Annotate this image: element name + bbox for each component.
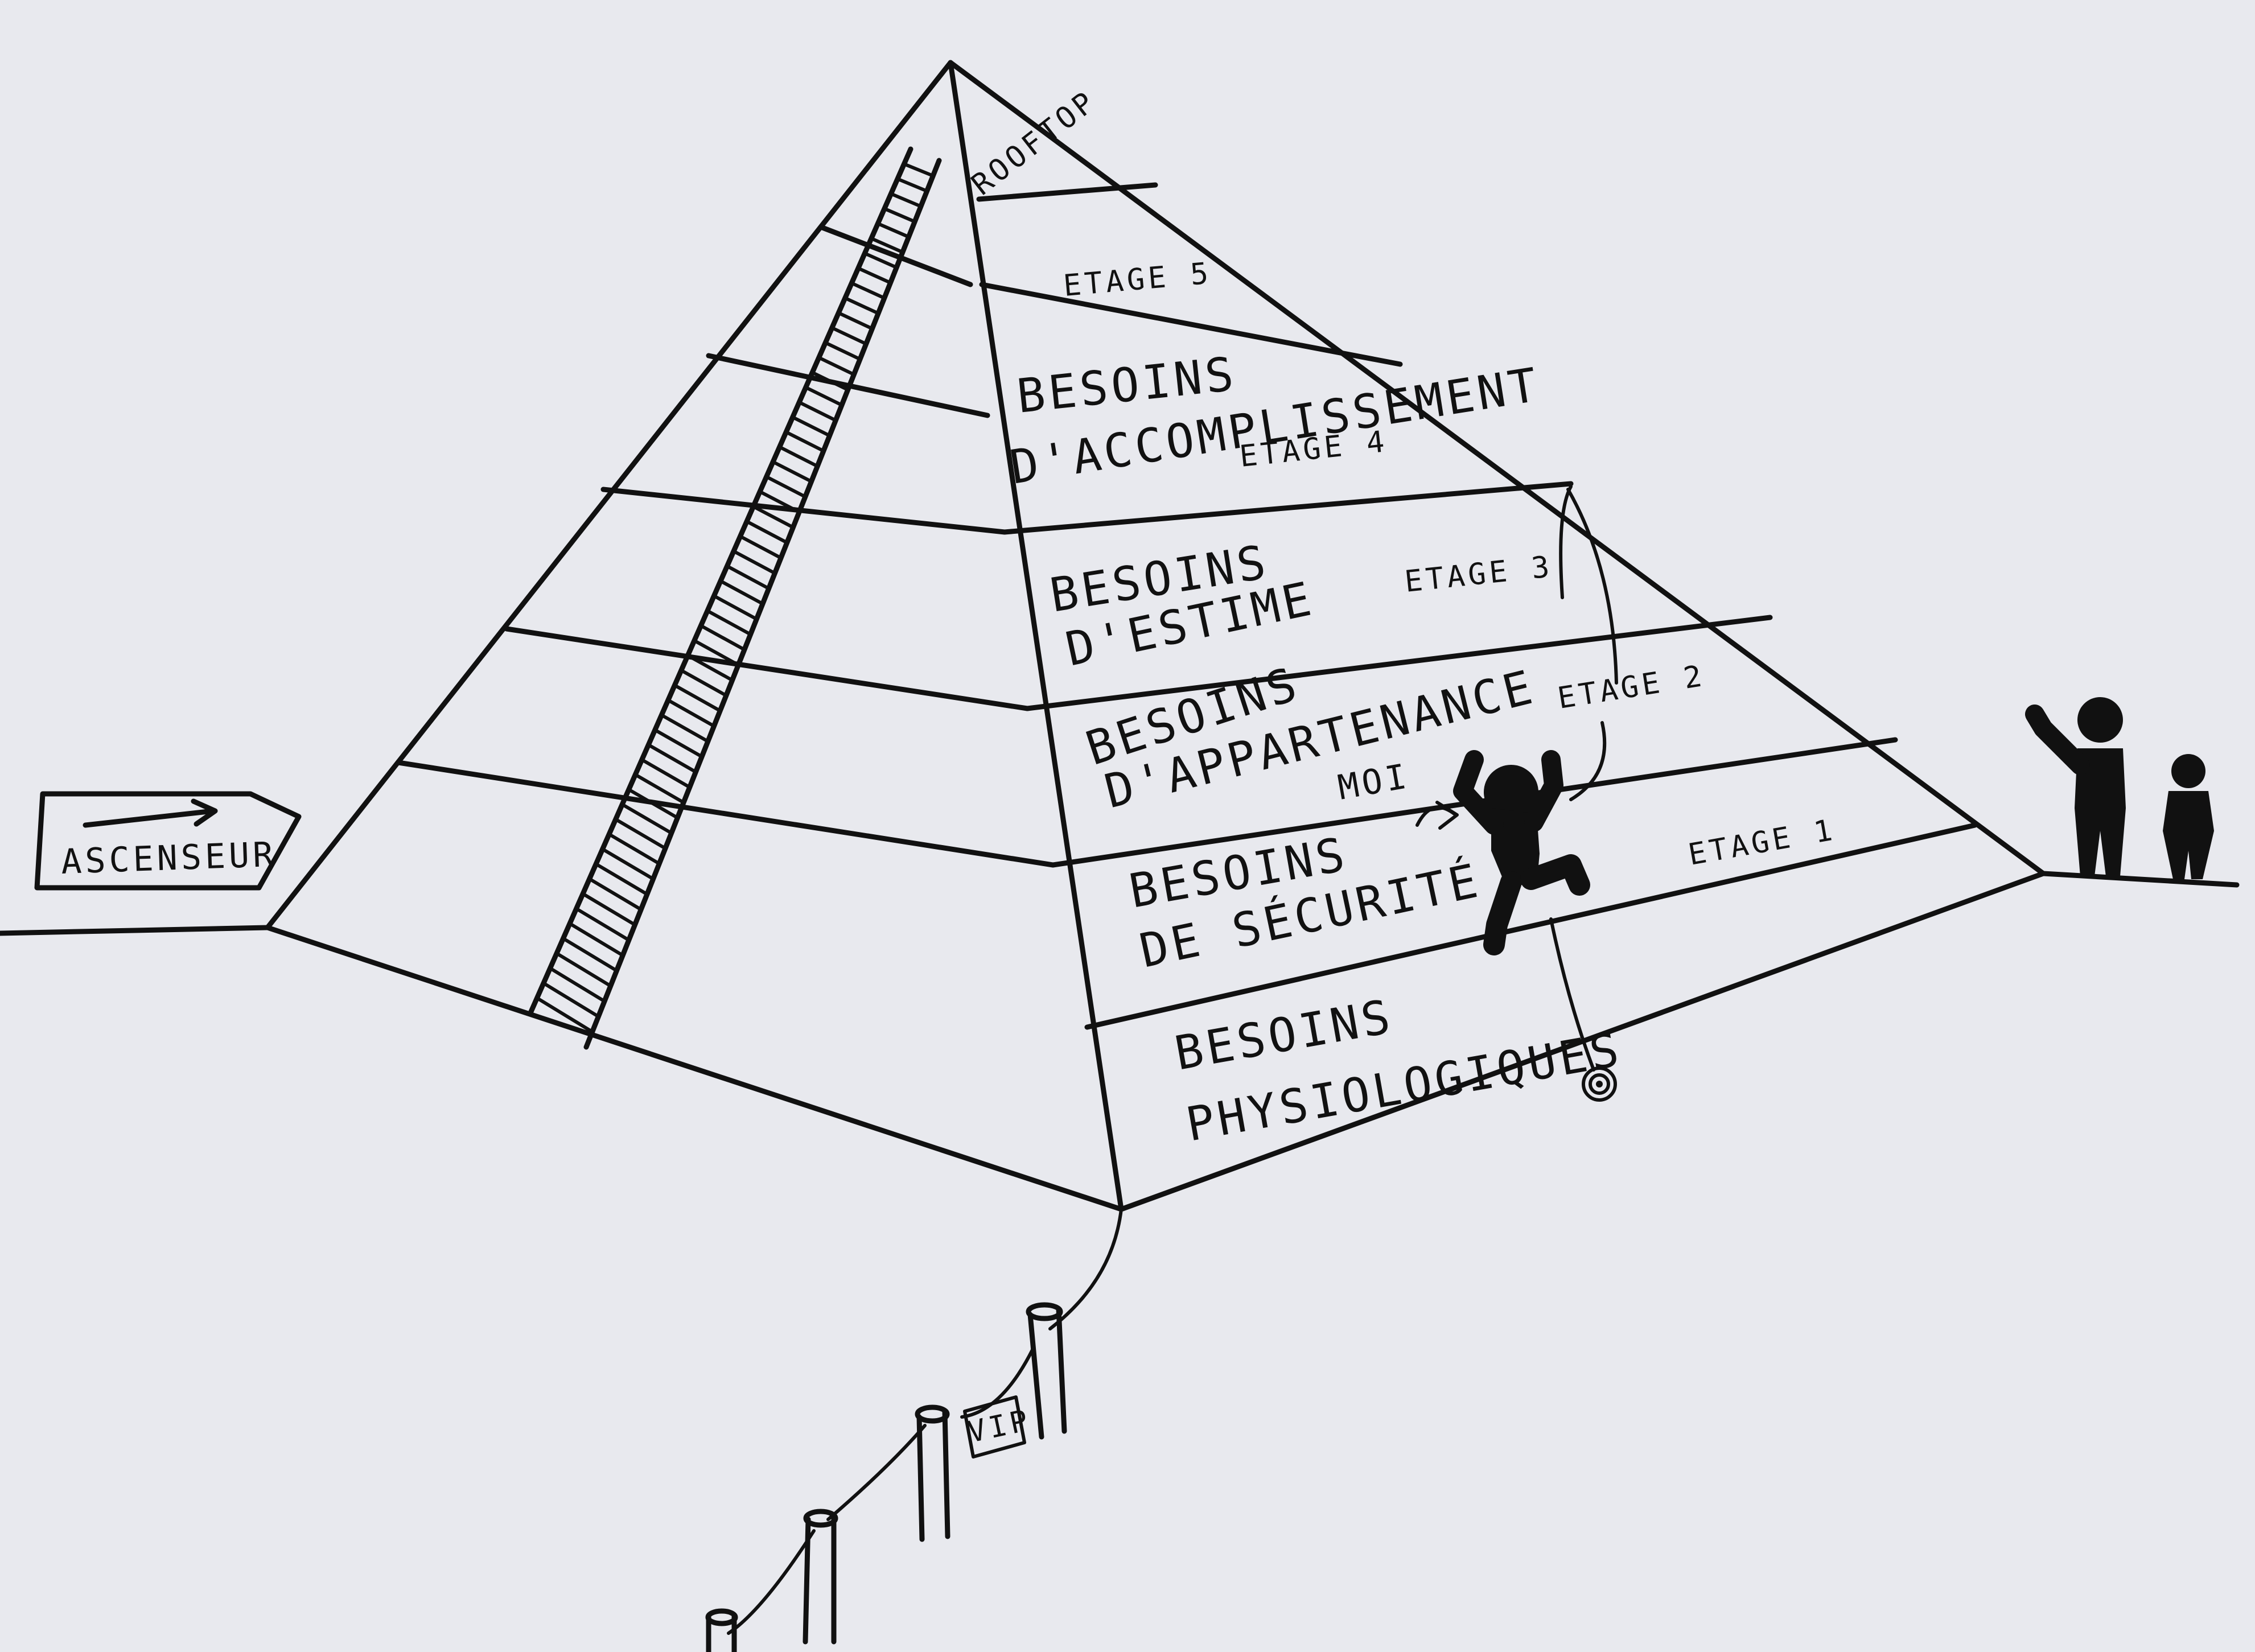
ladder-rung <box>705 609 752 636</box>
ladder-rung <box>725 564 771 591</box>
ladder-rung <box>850 281 886 300</box>
needs-accomplissement: BESOINS D'ACCOMPLISSEMENT <box>1006 347 1544 495</box>
ladder-rung <box>863 252 899 270</box>
floor-label-etage3: ETAGE 3 <box>1403 550 1554 599</box>
floor-label-etage5: ETAGE 5 <box>1062 256 1213 303</box>
ladder-rung <box>542 981 600 1019</box>
ladder-rung <box>594 862 649 896</box>
ladder-rung <box>758 489 801 514</box>
ladder-rung <box>771 460 813 484</box>
ladder-rung <box>640 758 692 789</box>
ladder-rung <box>810 370 850 392</box>
ladder-rung <box>561 937 619 973</box>
ladder-rung <box>555 951 612 988</box>
ladder-rung <box>568 921 625 957</box>
ladder-rung <box>548 966 607 1003</box>
needs-physiologiques: BESOINS PHYSIOLOGIQUES <box>1171 990 1626 1152</box>
ladder-rung <box>856 266 892 285</box>
vip-barrier: VIP <box>705 1208 1123 1652</box>
ladder-rung <box>574 907 631 942</box>
ladder-rung <box>882 207 917 224</box>
floor-label-rooftop: ROOFTOP <box>965 84 1104 202</box>
ladder-rung <box>666 698 716 728</box>
ladder-rung <box>614 817 667 850</box>
ladder-rung <box>784 430 825 453</box>
ladder <box>528 146 942 1050</box>
ladder-rung <box>869 237 904 254</box>
right-face-dividers <box>976 182 1978 1030</box>
ladder-rung <box>607 832 661 866</box>
ladder-rung <box>660 713 710 743</box>
ladder-rung <box>686 653 734 682</box>
rope-lower <box>1549 917 1595 1072</box>
ladder-rung <box>876 221 911 239</box>
ladder-rung <box>587 877 643 912</box>
ladder-rung <box>535 996 594 1034</box>
ladder-rung <box>830 326 868 346</box>
climber-figure <box>1453 750 1590 955</box>
ladder-rung <box>804 385 843 407</box>
ground-left <box>0 925 270 936</box>
ladder-rung <box>712 594 759 621</box>
ladder-rung <box>764 475 807 499</box>
ascenseur-label: ASCENSEUR <box>60 835 277 882</box>
ascenseur-sign: ASCENSEUR <box>34 791 302 891</box>
ladder-rung <box>895 177 929 193</box>
moi-arrow-head <box>1435 801 1459 830</box>
ladder-rung <box>699 624 746 652</box>
rope-middle <box>1566 488 1618 685</box>
ladder-rung <box>627 788 680 820</box>
ladder-rung <box>653 728 704 759</box>
ladder-rung <box>679 669 728 698</box>
ladder-rung <box>647 743 698 774</box>
ladder-rung <box>633 773 686 805</box>
ladder-rung <box>843 296 880 315</box>
waving-people <box>2025 697 2214 879</box>
ladder-rung <box>738 534 783 560</box>
ladder-rung <box>751 505 795 529</box>
ladder-rung <box>902 162 935 178</box>
floor-label-etage2: ETAGE 2 <box>1556 659 1707 716</box>
ladder-rung <box>791 415 832 438</box>
ladder-rung <box>600 847 655 881</box>
ladder-rung <box>732 549 777 575</box>
ladder-rung <box>673 683 722 713</box>
ladder-rung <box>889 192 923 208</box>
moi-label: MOI <box>1335 756 1413 808</box>
ladder-rung <box>817 356 856 377</box>
rope-upper <box>1569 721 1607 801</box>
ladder-rung <box>837 311 874 331</box>
ladder-rung <box>797 400 838 422</box>
ladder-rung <box>777 445 820 468</box>
needs-estime: BESOINS D'ESTIME <box>1046 535 1319 677</box>
ladder-rung <box>745 520 789 545</box>
ladder-rung <box>692 638 740 667</box>
ladder-rung <box>581 892 637 927</box>
ground-right <box>2040 871 2240 888</box>
rope-top <box>1559 485 1573 599</box>
ladder-rung <box>719 579 764 605</box>
left-face-dividers <box>396 225 1056 868</box>
anchor-spiral <box>1582 1066 1617 1102</box>
needs-securite: BESOINS DE SÉCURITÉ <box>1125 827 1485 979</box>
ladder-rung <box>824 341 862 361</box>
ladder-rung <box>620 802 673 835</box>
